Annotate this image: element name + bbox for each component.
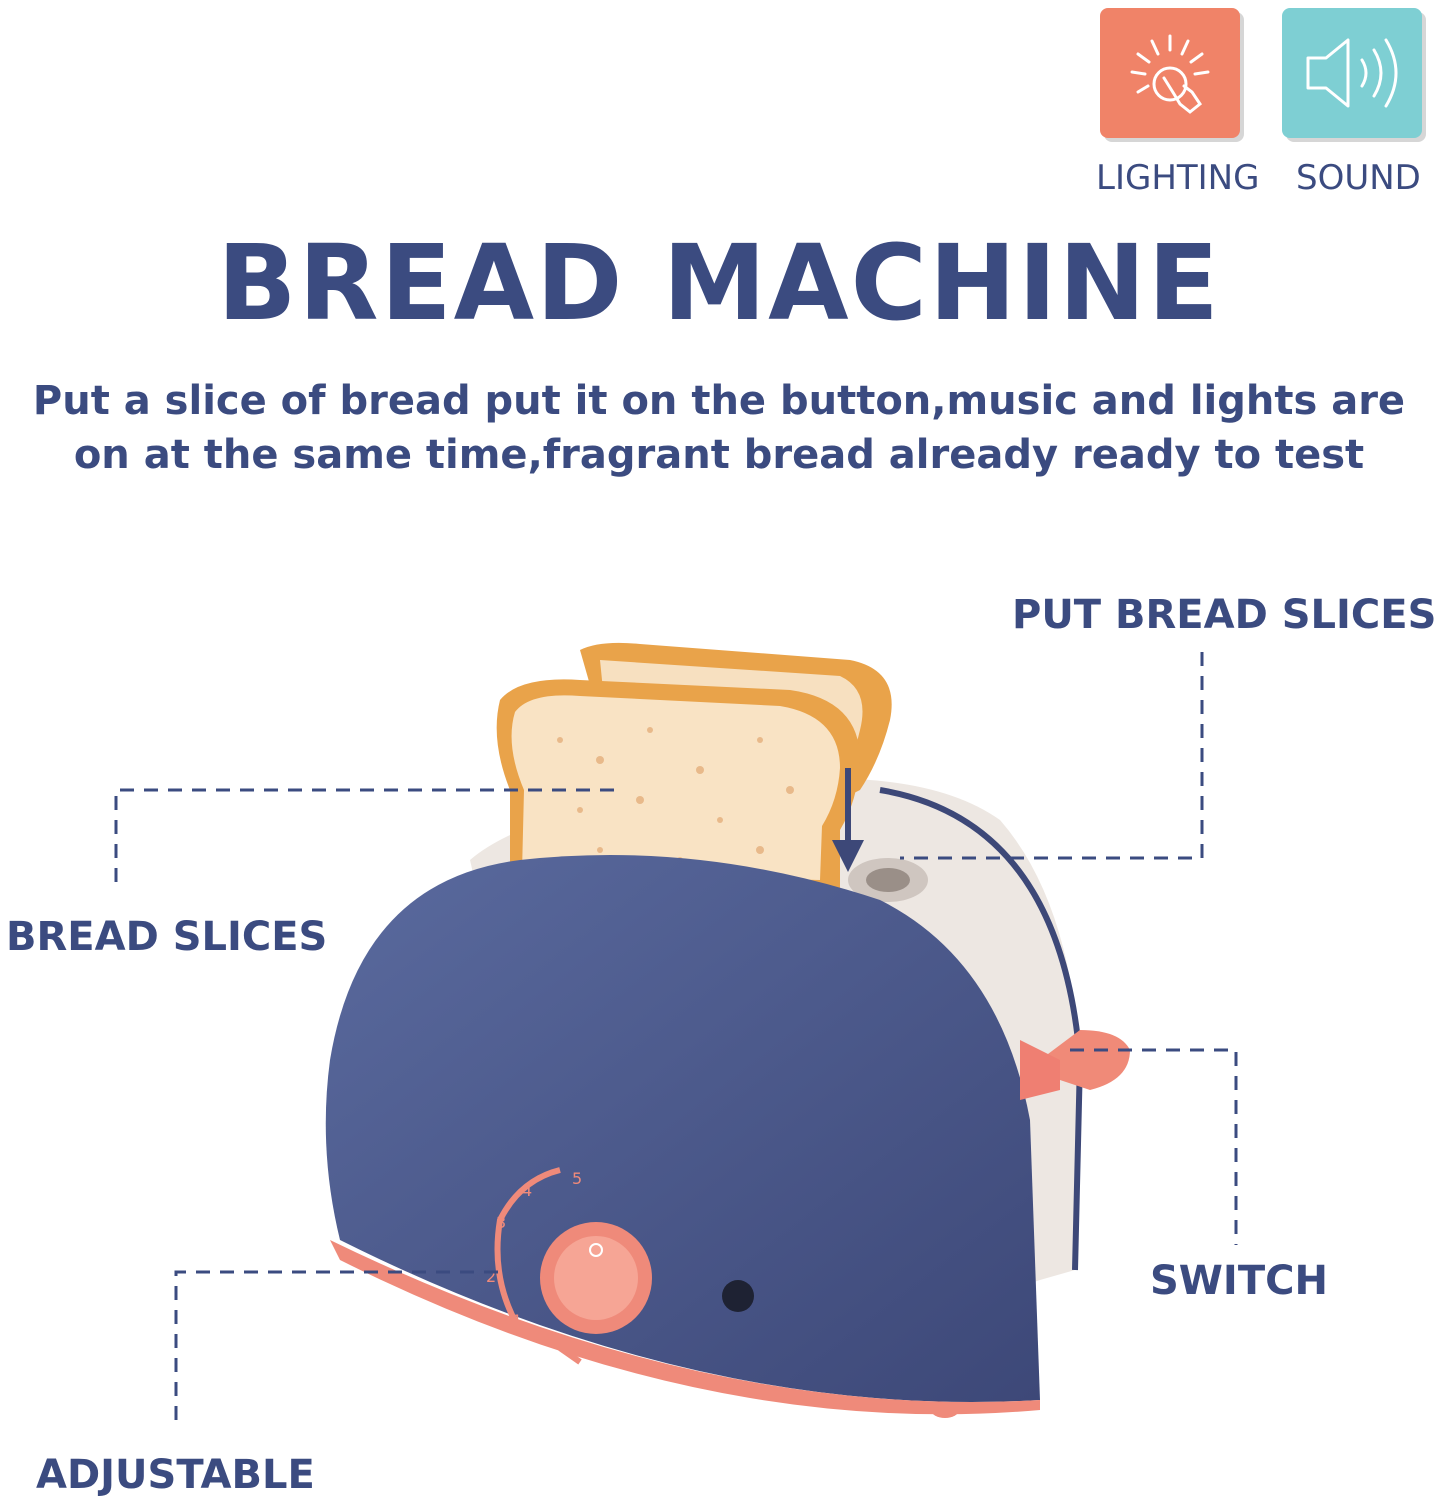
dial-number-1: 1 bbox=[512, 1311, 522, 1330]
callout-switch: SWITCH bbox=[1150, 1258, 1328, 1304]
timer-dial-knob bbox=[540, 1222, 652, 1334]
speaker-icon bbox=[1306, 38, 1398, 108]
description-line-2: on at the same time,fragrant bread alrea… bbox=[73, 432, 1365, 478]
dial-number-4: 4 bbox=[522, 1181, 532, 1200]
lighting-hand-icon bbox=[1130, 34, 1210, 114]
callout-adjustable: ADJUSTABLE bbox=[36, 1452, 315, 1498]
switch-lever bbox=[1020, 1030, 1130, 1100]
indicator-light bbox=[722, 1280, 754, 1312]
dial-number-3: 3 bbox=[496, 1213, 506, 1232]
dial-scale-arc bbox=[494, 1167, 561, 1332]
lighting-feature-badge bbox=[1100, 8, 1240, 138]
toaster-front-body bbox=[325, 855, 1040, 1418]
callout-put-bread-slices: PUT BREAD SLICES bbox=[1012, 592, 1437, 638]
sound-feature-badge bbox=[1282, 8, 1422, 138]
callout-bread-slices: BREAD SLICES bbox=[6, 914, 328, 960]
description-line-1: Put a slice of bread put it on the butto… bbox=[32, 378, 1406, 424]
dial-number-2: 2 bbox=[486, 1267, 496, 1286]
insert-arrow-icon bbox=[832, 768, 864, 872]
sound-label: SOUND bbox=[1296, 158, 1421, 198]
lighting-label: LIGHTING bbox=[1096, 158, 1260, 198]
front-bread-slice bbox=[496, 679, 860, 890]
dial-numbers: 1 2 3 4 5 bbox=[486, 1169, 582, 1330]
callout-lines bbox=[114, 652, 1238, 1420]
page-title: BREAD MACHINE bbox=[217, 222, 1221, 344]
dial-number-5: 5 bbox=[572, 1169, 582, 1188]
